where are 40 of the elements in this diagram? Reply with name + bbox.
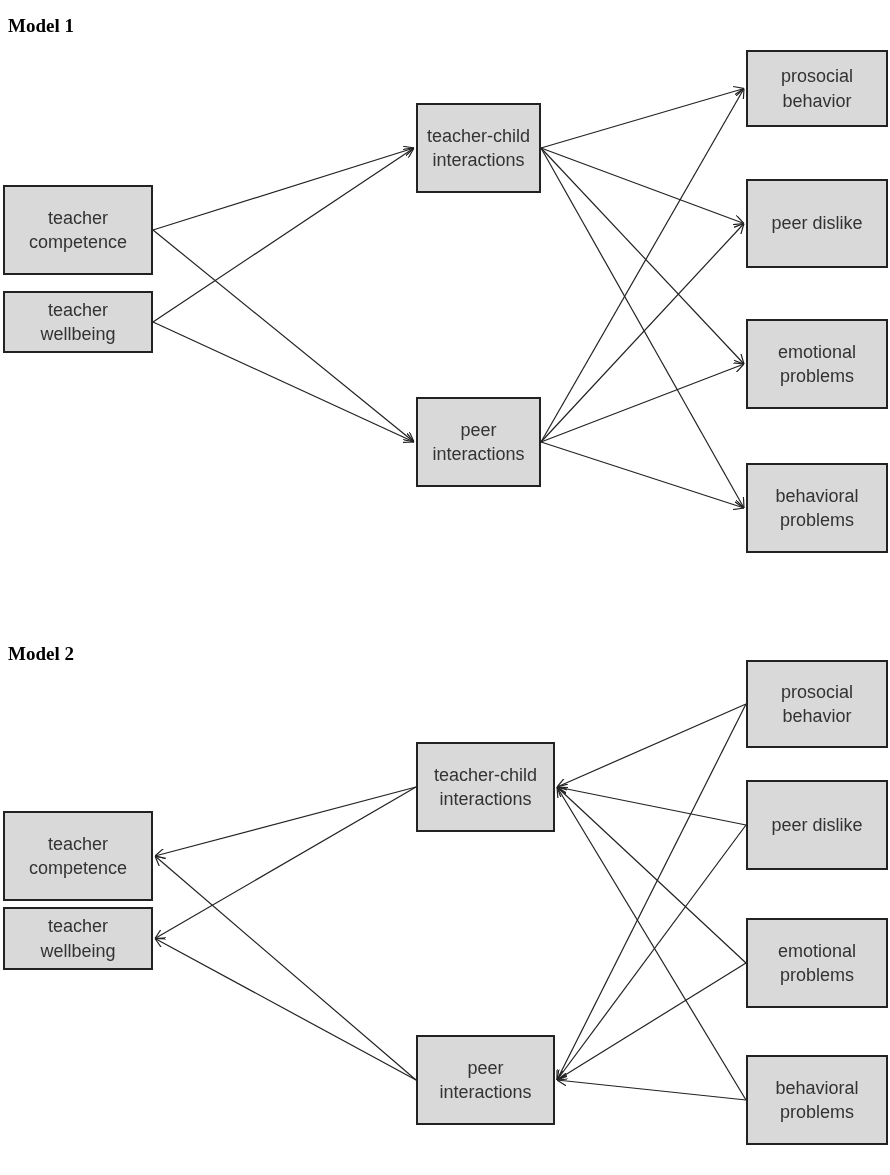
- variable-box: prosocial behavior: [746, 50, 888, 127]
- arrow: [556, 783, 747, 826]
- arrow: [556, 1075, 747, 1101]
- arrow: [556, 703, 747, 1081]
- variable-box: prosocial behavior: [746, 660, 888, 748]
- variable-box: behavioral problems: [746, 1055, 888, 1145]
- variable-box: peer dislike: [746, 780, 888, 870]
- arrow: [540, 147, 745, 226]
- arrow: [152, 147, 415, 323]
- model-heading: Model 2: [8, 642, 74, 666]
- arrow: [154, 786, 417, 859]
- arrow: [154, 786, 417, 940]
- arrow: [540, 362, 745, 443]
- arrow: [154, 855, 417, 1081]
- arrow: [540, 222, 745, 443]
- arrow: [540, 441, 745, 511]
- variable-box: peer interactions: [416, 1035, 555, 1125]
- model-heading: Model 1: [8, 14, 74, 38]
- arrow: [556, 786, 747, 964]
- arrow: [152, 229, 415, 443]
- variable-box: teacher wellbeing: [3, 291, 153, 353]
- arrow: [152, 145, 415, 231]
- variable-box: emotional problems: [746, 918, 888, 1008]
- variable-box: teacher-child interactions: [416, 103, 541, 193]
- variable-box: teacher-child interactions: [416, 742, 555, 832]
- variable-box: peer interactions: [416, 397, 541, 487]
- variable-box: teacher competence: [3, 811, 153, 901]
- arrow: [556, 703, 747, 789]
- arrow: [556, 824, 747, 1081]
- variable-box: emotional problems: [746, 319, 888, 409]
- arrow: [152, 321, 415, 443]
- arrow: [556, 962, 747, 1081]
- variable-box: teacher competence: [3, 185, 153, 275]
- arrow: [154, 937, 417, 1081]
- arrow: [540, 85, 745, 149]
- variable-box: peer dislike: [746, 179, 888, 268]
- variable-box: teacher wellbeing: [3, 907, 153, 970]
- variable-box: behavioral problems: [746, 463, 888, 553]
- arrow: [556, 786, 747, 1101]
- arrow: [540, 147, 745, 365]
